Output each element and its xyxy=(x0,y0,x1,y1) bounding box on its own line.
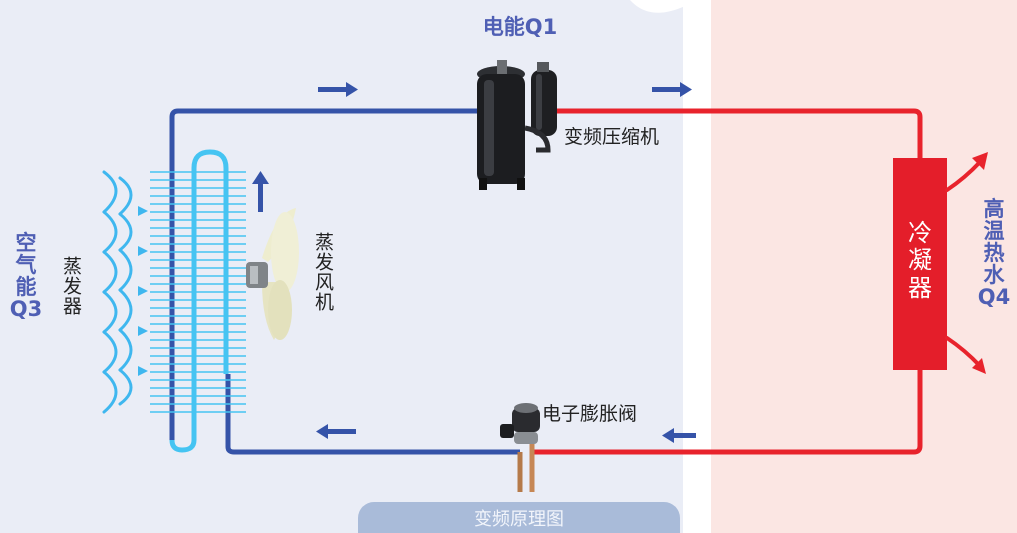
flow-arrow-bottom-left xyxy=(316,424,356,439)
hot-pipe-return xyxy=(534,368,923,455)
top-notch xyxy=(630,0,685,13)
air-energy-char: 空 xyxy=(15,231,37,255)
expansion-valve xyxy=(500,403,540,492)
condenser-char: 凝 xyxy=(908,246,932,275)
power-input-label: 电能Q1 xyxy=(482,15,558,39)
compressor xyxy=(477,60,557,190)
hot-water-label: 高 温 热 水 Q4 xyxy=(972,198,1016,308)
condenser-label: 冷 凝 器 xyxy=(893,196,947,326)
condenser-char: 冷 xyxy=(908,218,932,247)
evaporator-fan-label: 蒸发风机 xyxy=(311,232,334,312)
hot-water-char: 温 xyxy=(983,219,1005,244)
evaporator-fan xyxy=(246,208,299,340)
hot-water-char: 水 xyxy=(983,263,1005,288)
air-arrow-heads xyxy=(138,206,148,376)
condenser-char: 器 xyxy=(908,273,932,302)
flow-arrow-top-left xyxy=(318,82,358,97)
flow-arrow-top-right xyxy=(652,82,692,97)
condenser-block xyxy=(893,158,947,370)
cold-pipe-return xyxy=(225,374,520,455)
evaporator-coil xyxy=(169,149,229,453)
compressor-label: 变频压缩机 xyxy=(564,126,660,148)
air-energy-char: 气 xyxy=(15,253,37,278)
evaporator-fins xyxy=(150,171,246,413)
air-energy-q3: Q3 xyxy=(9,297,43,322)
hot-water-q4: Q4 xyxy=(977,285,1011,310)
hot-water-arrow-heads xyxy=(972,152,988,374)
air-energy-label: 空 气 能 Q3 xyxy=(6,232,46,320)
right-panel-bg xyxy=(711,0,1017,533)
fan-airflow-arrow xyxy=(252,171,269,212)
air-flow-arrows xyxy=(102,170,133,414)
hot-water-char: 高 xyxy=(983,197,1005,221)
diagram-caption: 变频原理图 xyxy=(358,502,680,533)
expansion-valve-label: 电子膨胀阀 xyxy=(542,403,638,425)
cold-pipe-loop xyxy=(169,108,520,440)
hot-pipe-out xyxy=(548,108,923,160)
hot-water-char: 热 xyxy=(983,241,1005,266)
air-energy-char: 能 xyxy=(15,275,37,300)
flow-arrow-bottom-right xyxy=(662,428,696,443)
evaporator-label: 蒸发器 xyxy=(59,256,82,316)
